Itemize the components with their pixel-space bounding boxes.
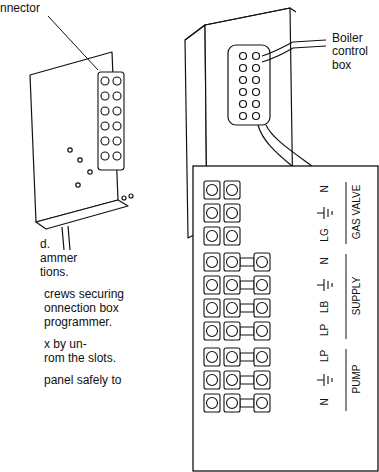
terminal-label: LP xyxy=(320,324,330,336)
terminal-label: N xyxy=(320,186,330,193)
instruction-text: ammer xyxy=(40,252,77,265)
terminal-row xyxy=(204,253,270,271)
programmer-panel xyxy=(30,52,133,250)
terminal-row xyxy=(204,299,270,317)
group-bracket xyxy=(346,254,347,339)
instruction-text: d. xyxy=(40,238,50,251)
terminal-label: LG xyxy=(320,229,330,242)
instruction-text: onnection box xyxy=(44,302,119,315)
terminal-label: LP xyxy=(320,350,330,362)
terminal-connector xyxy=(98,72,124,170)
leader-line xyxy=(48,16,98,70)
terminal-label: N xyxy=(320,399,330,406)
instruction-text: panel safely to xyxy=(44,374,121,387)
terminal-row xyxy=(204,322,270,340)
terminal-row xyxy=(204,276,270,294)
instruction-text: crews securing xyxy=(44,288,124,301)
callout-label: nnector xyxy=(0,2,40,15)
instruction-text: x by un- xyxy=(44,338,87,351)
terminal-row xyxy=(204,204,240,222)
group-bracket xyxy=(346,182,347,244)
callout-label: Boiler control box xyxy=(332,32,377,72)
group-label: SUPPLY xyxy=(352,277,362,316)
terminal-label: LB xyxy=(320,301,330,313)
earth-symbol xyxy=(317,279,332,291)
terminal-row xyxy=(204,371,270,389)
group-label: GAS VALVE xyxy=(352,185,362,240)
inset-panel xyxy=(193,166,378,471)
instruction-text: rom the slots. xyxy=(44,352,116,365)
terminal-row xyxy=(204,394,270,412)
terminal-strip xyxy=(204,181,346,412)
earth-symbol xyxy=(317,374,332,386)
earth-symbol xyxy=(317,207,332,219)
group-label: PUMP xyxy=(352,365,362,394)
terminal-row xyxy=(204,348,270,366)
instruction-text: tions. xyxy=(40,266,69,279)
instruction-text: programmer. xyxy=(44,316,112,329)
terminal-label: N xyxy=(320,258,330,265)
group-bracket xyxy=(346,349,347,411)
terminal-row xyxy=(204,227,240,245)
terminal-row xyxy=(204,181,240,199)
